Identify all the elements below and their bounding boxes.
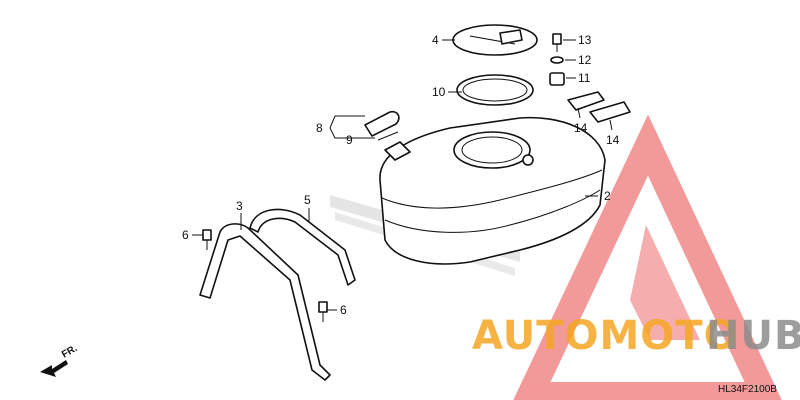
diagram-code: HL34F2100B: [718, 384, 777, 395]
watermark-text-automoto: AUTOMOTO: [472, 313, 739, 359]
gasket-ring: [456, 74, 534, 106]
mount-strap: [199, 223, 331, 381]
front-direction-label: FR.: [60, 343, 80, 361]
callout-9: 9: [346, 133, 353, 147]
callout-2: 2: [604, 189, 611, 203]
clips: [567, 91, 631, 123]
leader-lines: [192, 39, 613, 311]
watermark-triangle-logo: [513, 114, 782, 400]
callout-14-right: 14: [606, 133, 620, 147]
callout-4: 4: [432, 33, 439, 47]
callout-12: 12: [578, 53, 592, 67]
callout-6-bottom: 6: [340, 303, 347, 317]
watermark-text-hub: HUB: [706, 313, 800, 359]
callout-6-top: 6: [182, 228, 189, 242]
callout-3: 3: [236, 199, 243, 213]
callout-5: 5: [304, 193, 311, 207]
callout-11: 11: [578, 71, 591, 85]
callout-14-left: 14: [574, 121, 588, 135]
tank-band: [249, 208, 356, 286]
callout-10: 10: [432, 85, 446, 99]
callout-8: 8: [316, 121, 323, 135]
callout-13: 13: [578, 33, 592, 47]
front-direction-arrow: FR.: [40, 343, 80, 377]
watermark-text: AUTOMOTO HUB: [472, 313, 800, 359]
vent-cap: [364, 110, 400, 141]
fuel-tank: [379, 116, 606, 265]
fuel-cap: [452, 24, 538, 56]
bolt-stack: [549, 33, 565, 86]
